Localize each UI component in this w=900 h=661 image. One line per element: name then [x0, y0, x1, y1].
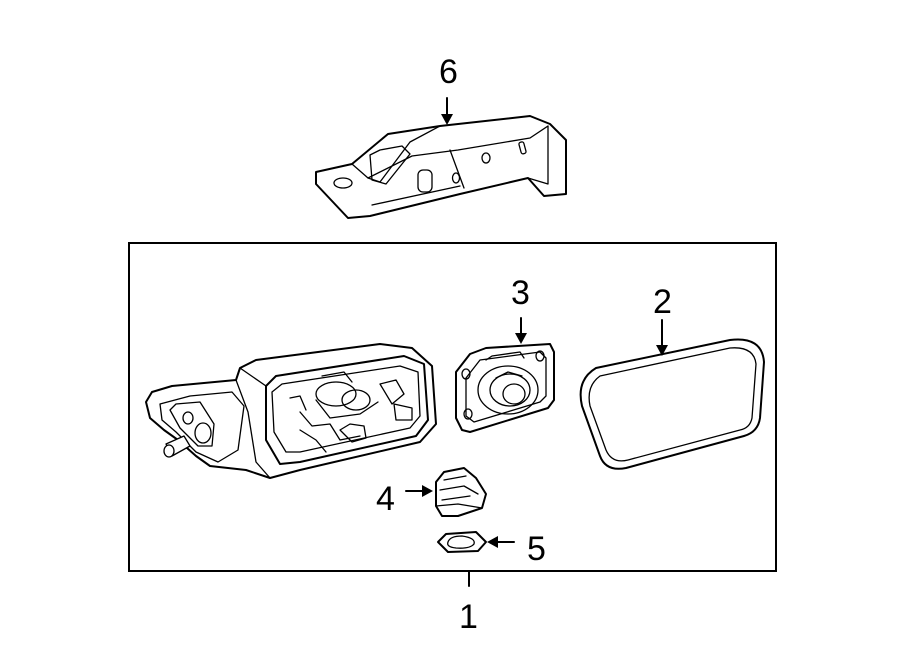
mirror-housing[interactable] [145, 343, 437, 479]
assembly-frame [128, 242, 777, 572]
callout-6-arrowhead [441, 114, 453, 125]
callout-1-label: 1 [459, 598, 478, 636]
callout-5-arrowhead [487, 536, 498, 548]
callout-2-arrowhead [656, 345, 668, 356]
part-6-mounting-bracket[interactable] [315, 115, 567, 219]
part-5-gasket[interactable] [437, 531, 487, 553]
callout-2-label: 2 [653, 283, 672, 321]
callout-6-label: 6 [439, 53, 458, 91]
part-2-mirror-glass[interactable] [579, 338, 765, 470]
part-4-small-cap[interactable] [435, 467, 487, 517]
callout-4-arrowhead [422, 485, 433, 497]
part-3-mirror-actuator[interactable] [455, 343, 555, 433]
callout-3-label: 3 [511, 274, 530, 312]
callout-4-label: 4 [376, 480, 395, 518]
callout-5-label: 5 [527, 530, 546, 568]
callout-3-arrowhead [515, 333, 527, 344]
